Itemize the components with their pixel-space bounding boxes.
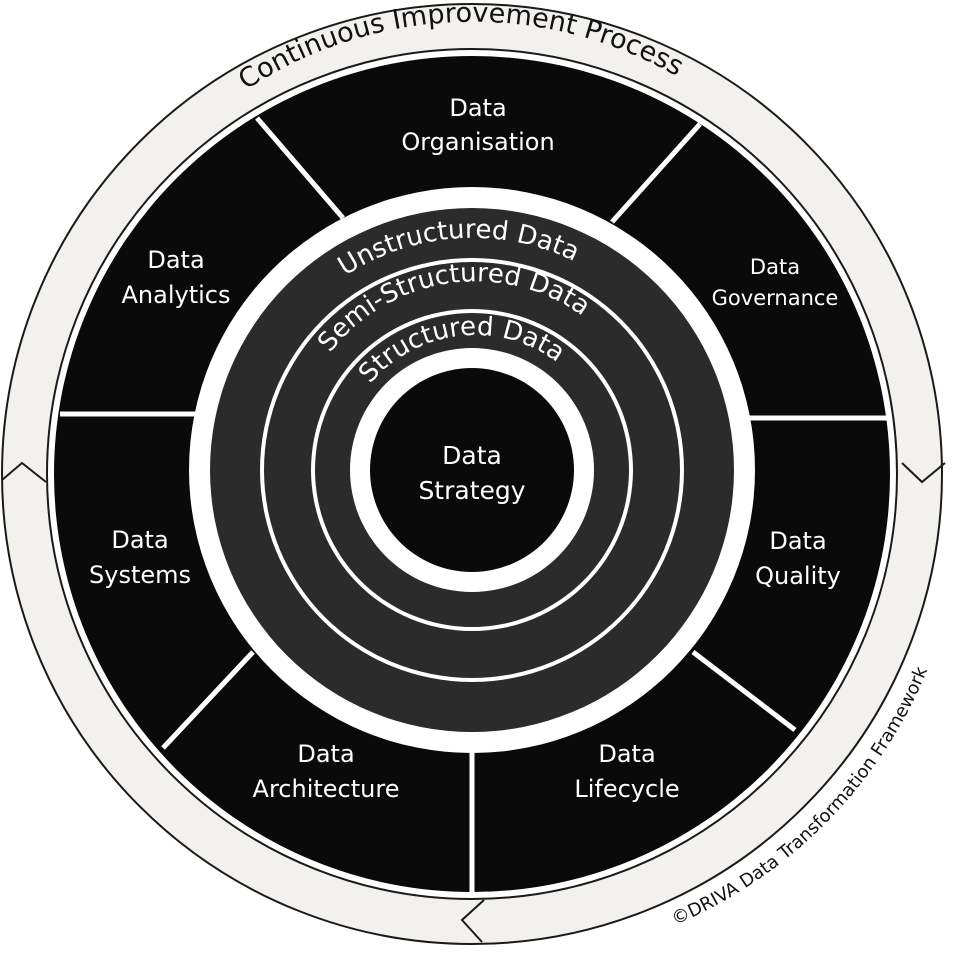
left-chevron-icon bbox=[1, 461, 47, 483]
segment-analytics-line2: Analytics bbox=[122, 281, 231, 309]
segment-divider bbox=[610, 122, 702, 224]
segment-lifecycle-line1: Data bbox=[598, 740, 655, 768]
right-chevron-icon bbox=[901, 462, 946, 484]
segment-labels: Data Organisation Data Governance Data Q… bbox=[89, 94, 841, 803]
segment-organisation-line2: Organisation bbox=[401, 128, 554, 156]
segment-architecture-line1: Data bbox=[297, 740, 354, 768]
core-line2: Strategy bbox=[418, 476, 525, 505]
core-circle bbox=[370, 368, 574, 572]
segment-analytics-line1: Data bbox=[147, 246, 204, 274]
segment-divider bbox=[691, 650, 797, 732]
segment-architecture-line2: Architecture bbox=[253, 775, 400, 803]
segment-divider bbox=[255, 116, 345, 220]
segment-systems-line2: Systems bbox=[89, 561, 191, 589]
segment-systems-line1: Data bbox=[111, 526, 168, 554]
segment-organisation-line1: Data bbox=[449, 94, 506, 122]
data-rings: Unstructured Data Semi-Structured Data S… bbox=[210, 208, 734, 732]
core-line1: Data bbox=[442, 441, 502, 470]
segment-governance-line2: Governance bbox=[712, 286, 839, 310]
segment-lifecycle-line2: Lifecycle bbox=[574, 775, 679, 803]
segment-quality-line2: Quality bbox=[755, 562, 841, 590]
segment-quality-line1: Data bbox=[769, 527, 826, 555]
segment-divider bbox=[161, 650, 255, 750]
bottom-chevron-icon bbox=[460, 899, 485, 943]
segment-governance-line1: Data bbox=[750, 255, 800, 279]
